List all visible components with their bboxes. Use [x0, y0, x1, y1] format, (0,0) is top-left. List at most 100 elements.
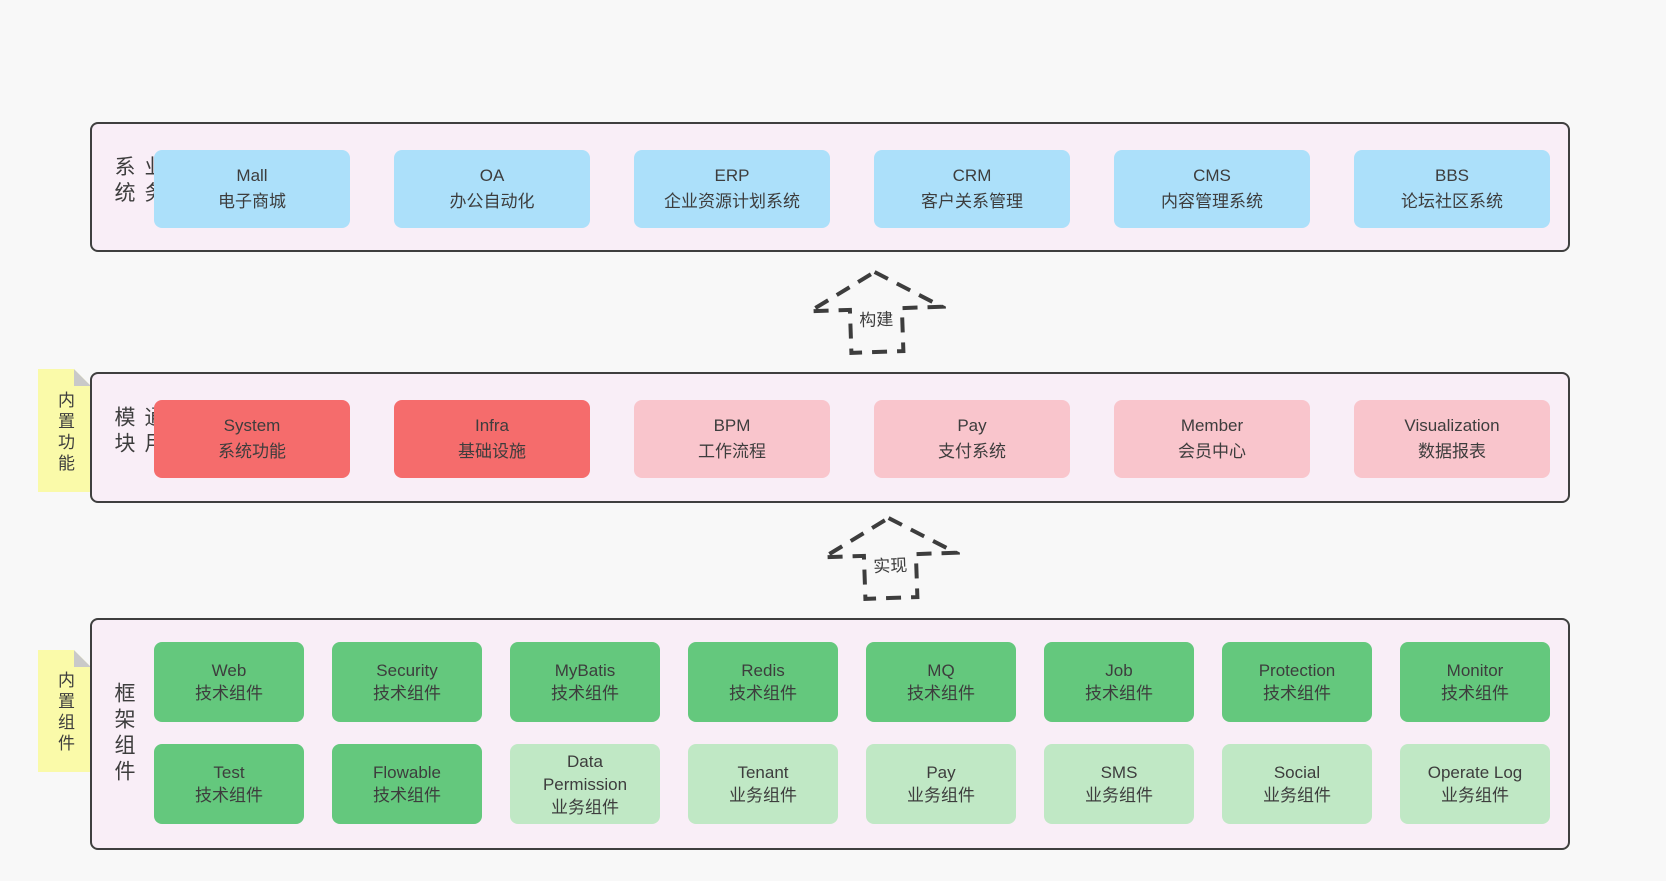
box-subtitle: 技术组件 — [373, 786, 441, 805]
up-arrow-icon — [818, 515, 962, 601]
framework-components-label: 框架组件 — [112, 682, 135, 786]
box-operate-log: Operate Log 业务组件 — [1400, 744, 1550, 824]
box-title: Job — [1105, 661, 1133, 680]
box-title: BBS — [1434, 166, 1470, 185]
box-title: Social — [1273, 763, 1321, 782]
box-subtitle: 技术组件 — [195, 786, 263, 805]
box-subtitle: 业务组件 — [551, 797, 619, 817]
box-subtitle: 客户关系管理 — [921, 192, 1023, 211]
box-subtitle: 系统功能 — [218, 442, 286, 461]
build-arrow: 构建 — [804, 266, 948, 359]
business-systems-panel: 业务系统 Mall 电子商城 OA 办公自动化 ERP 企业资源计划系统 CRM… — [90, 122, 1570, 252]
box-subtitle: 业务组件 — [1263, 786, 1331, 805]
box-title: CRM — [952, 166, 992, 185]
box-mybatis: MyBatis 技术组件 — [510, 642, 660, 722]
box-title: Pay — [957, 416, 987, 435]
box-title: Infra — [474, 416, 510, 435]
sticky-note-builtin-components: 内置组件 — [38, 650, 91, 772]
box-bbs: BBS 论坛社区系统 — [1354, 150, 1550, 228]
common-modules-panel: 通用模块 System 系统功能 Infra 基础设施 BPM 工作流程 Pay… — [90, 372, 1570, 503]
box-monitor: Monitor 技术组件 — [1400, 642, 1550, 722]
box-crm: CRM 客户关系管理 — [874, 150, 1070, 228]
box-tenant: Tenant 业务组件 — [688, 744, 838, 824]
box-subtitle: 技术组件 — [1441, 684, 1509, 703]
box-title: Security — [376, 661, 438, 680]
box-subtitle: 技术组件 — [907, 684, 975, 703]
box-subtitle: 会员中心 — [1178, 442, 1246, 461]
box-subtitle: 支付系统 — [938, 442, 1006, 461]
box-cms: CMS 内容管理系统 — [1114, 150, 1310, 228]
box-pay: Pay 支付系统 — [874, 400, 1070, 478]
box-title: Pay — [926, 763, 956, 782]
box-title: Redis — [741, 661, 785, 680]
folded-corner-icon — [74, 369, 91, 386]
framework-components-row-2: Test 技术组件 Flowable 技术组件 Data Permission … — [154, 744, 1550, 824]
box-title: OA — [479, 166, 505, 185]
box-subtitle: 内容管理系统 — [1161, 192, 1263, 211]
box-title: Mall — [236, 166, 268, 185]
box-visualization: Visualization 数据报表 — [1354, 400, 1550, 478]
box-mall: Mall 电子商城 — [154, 150, 350, 228]
box-oa: OA 办公自动化 — [394, 150, 590, 228]
box-subtitle: 办公自动化 — [449, 192, 535, 211]
box-subtitle: 论坛社区系统 — [1401, 192, 1503, 211]
framework-components-row-1: Web 技术组件 Security 技术组件 MyBatis 技术组件 Redi… — [154, 642, 1550, 722]
box-subtitle: 技术组件 — [1085, 684, 1153, 703]
box-title: Flowable — [372, 763, 442, 782]
box-title: CMS — [1193, 166, 1231, 185]
box-title: Member — [1180, 416, 1244, 435]
box-subtitle: 业务组件 — [1085, 786, 1153, 805]
box-subtitle: 技术组件 — [195, 684, 263, 703]
box-subtitle: 基础设施 — [458, 442, 526, 461]
box-subtitle: 电子商城 — [218, 192, 286, 211]
box-member: Member 会员中心 — [1114, 400, 1310, 478]
box-data-permission: Data Permission 业务组件 — [510, 744, 660, 824]
sticky-note-label: 内置功能 — [55, 390, 74, 475]
box-erp: ERP 企业资源计划系统 — [634, 150, 830, 228]
box-bpm: BPM 工作流程 — [634, 400, 830, 478]
up-arrow-icon — [804, 269, 948, 355]
box-subtitle: 业务组件 — [1441, 786, 1509, 805]
box-subtitle: 工作流程 — [698, 442, 766, 461]
box-title: MQ — [927, 661, 955, 680]
box-title: Visualization — [1404, 416, 1500, 435]
box-subtitle: 技术组件 — [373, 684, 441, 703]
box-title: ERP — [714, 166, 750, 185]
box-title: System — [223, 416, 281, 435]
build-arrow-label: 构建 — [855, 304, 897, 332]
box-social: Social 业务组件 — [1222, 744, 1372, 824]
box-test: Test 技术组件 — [154, 744, 304, 824]
box-pay-component: Pay 业务组件 — [866, 744, 1016, 824]
box-title: Web — [211, 661, 247, 680]
common-modules-row: System 系统功能 Infra 基础设施 BPM 工作流程 Pay 支付系统… — [154, 400, 1550, 478]
box-subtitle: 数据报表 — [1418, 442, 1486, 461]
box-job: Job 技术组件 — [1044, 642, 1194, 722]
box-protection: Protection 技术组件 — [1222, 642, 1372, 722]
implement-arrow-label: 实现 — [869, 550, 911, 578]
box-title: MyBatis — [554, 661, 616, 680]
box-subtitle: 业务组件 — [729, 786, 797, 805]
box-subtitle: 业务组件 — [907, 786, 975, 805]
box-title: Protection — [1258, 661, 1336, 680]
folded-corner-icon — [74, 650, 91, 667]
box-title: SMS — [1100, 763, 1138, 782]
box-subtitle: 技术组件 — [729, 684, 797, 703]
sticky-note-builtin-features: 内置功能 — [38, 369, 91, 492]
sticky-note-label: 内置组件 — [55, 671, 74, 756]
box-title: Test — [213, 763, 245, 782]
box-title: Operate Log — [1427, 763, 1523, 782]
box-subtitle: 技术组件 — [551, 684, 619, 703]
box-redis: Redis 技术组件 — [688, 642, 838, 722]
implement-arrow: 实现 — [818, 512, 962, 605]
framework-components-panel: 框架组件 Web 技术组件 Security 技术组件 MyBatis 技术组件… — [90, 618, 1570, 850]
box-sms: SMS 业务组件 — [1044, 744, 1194, 824]
box-flowable: Flowable 技术组件 — [332, 744, 482, 824]
box-title: Tenant — [737, 763, 789, 782]
business-systems-row: Mall 电子商城 OA 办公自动化 ERP 企业资源计划系统 CRM 客户关系… — [154, 150, 1550, 228]
box-web: Web 技术组件 — [154, 642, 304, 722]
box-infra: Infra 基础设施 — [394, 400, 590, 478]
box-subtitle: 企业资源计划系统 — [664, 192, 800, 211]
box-title: Monitor — [1446, 661, 1504, 680]
box-title: Data Permission — [542, 751, 628, 794]
